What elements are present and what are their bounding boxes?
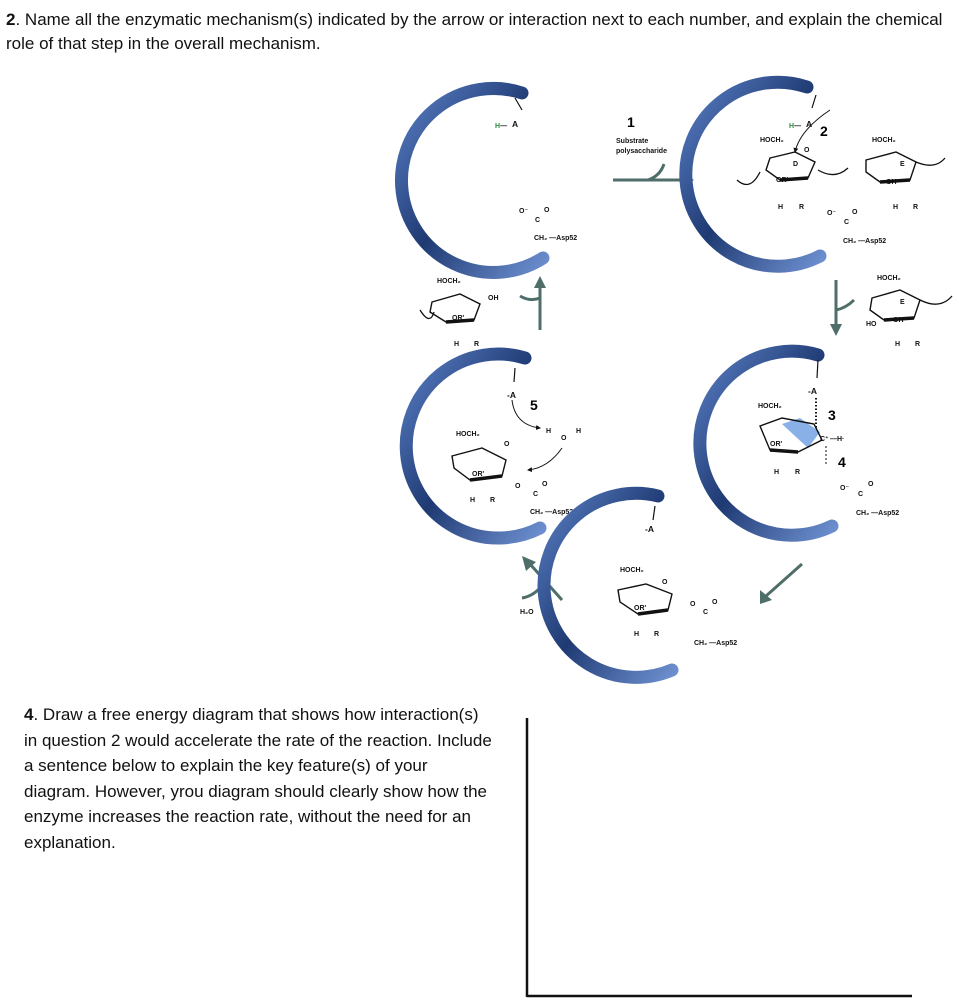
question-4: 4. Draw a free energy diagram that shows…	[24, 702, 494, 855]
step-2-number: 2	[820, 123, 828, 139]
svg-text:O⁻: O⁻	[519, 208, 528, 215]
svg-text:H—: H—	[495, 123, 507, 130]
svg-text:CH₂ —Asp52: CH₂ —Asp52	[856, 510, 899, 517]
svg-text:CH₂ —Asp52: CH₂ —Asp52	[843, 238, 886, 245]
step-1-number: 1	[627, 114, 635, 130]
svg-text:OR': OR'	[634, 605, 647, 612]
svg-text:OR': OR'	[452, 315, 465, 322]
svg-text:H: H	[895, 341, 900, 348]
enzyme-cleft-5	[537, 486, 679, 684]
svg-text:-A: -A	[507, 390, 516, 400]
svg-text:H: H	[774, 469, 779, 476]
svg-text:R: R	[474, 341, 479, 348]
svg-text:O: O	[662, 579, 668, 586]
svg-text:HOCH₂: HOCH₂	[456, 431, 480, 438]
question-2-text: . Name all the enzymatic mechanism(s) in…	[6, 10, 943, 53]
step-3-number: 3	[828, 407, 836, 423]
svg-text:OH: OH	[488, 295, 499, 302]
svg-text:H: H	[546, 428, 551, 435]
svg-text:O⁻: O⁻	[840, 485, 849, 492]
question-2: 2. Name all the enzymatic mechanism(s) i…	[6, 8, 946, 56]
svg-text:HOCH₂: HOCH₂	[872, 137, 896, 144]
svg-text:R: R	[490, 497, 495, 504]
svg-text:C: C	[533, 491, 538, 498]
svg-text:H: H	[634, 631, 639, 638]
svg-text:C: C	[535, 217, 540, 224]
svg-text:CH₂ —Asp52: CH₂ —Asp52	[530, 509, 573, 516]
svg-text:A: A	[512, 119, 518, 129]
step-4-number: 4	[838, 454, 846, 470]
svg-text:OR': OR'	[776, 177, 789, 184]
svg-text:HOCH₂: HOCH₂	[758, 403, 782, 410]
svg-text:O: O	[561, 435, 567, 442]
svg-text:O: O	[690, 601, 696, 608]
svg-text:D: D	[793, 161, 798, 168]
question-4-text: . Draw a free energy diagram that shows …	[24, 705, 492, 852]
svg-text:R: R	[915, 341, 920, 348]
svg-text:OR': OR'	[472, 471, 485, 478]
step-5-number: 5	[530, 397, 538, 413]
svg-text:-A: -A	[808, 386, 817, 396]
svg-text:OR': OR'	[770, 441, 783, 448]
svg-text:OH: OH	[893, 317, 904, 324]
svg-text:O: O	[852, 209, 858, 216]
svg-text:O: O	[804, 147, 810, 154]
enzyme-cleft-1	[394, 82, 550, 279]
diagonal-arrow-right	[765, 562, 803, 598]
svg-text:R: R	[654, 631, 659, 638]
svg-text:H: H	[470, 497, 475, 504]
svg-text:HOCH₂: HOCH₂	[760, 137, 784, 144]
svg-text:H₂O: H₂O	[520, 609, 534, 616]
svg-text:C: C	[703, 609, 708, 616]
svg-text:O: O	[712, 599, 718, 606]
svg-text:HOCH₂: HOCH₂	[620, 567, 644, 574]
svg-text:HOCH₂: HOCH₂	[877, 275, 901, 282]
svg-text:H: H	[454, 341, 459, 348]
svg-text:CH₂ —Asp52: CH₂ —Asp52	[534, 235, 577, 242]
svg-text:E: E	[900, 161, 905, 168]
svg-text:C: C	[858, 491, 863, 498]
svg-text:R: R	[913, 204, 918, 211]
svg-text:Substrate: Substrate	[616, 138, 648, 145]
svg-text:A: A	[806, 119, 812, 129]
svg-text:E: E	[900, 299, 905, 306]
svg-text:CH₂ —Asp52: CH₂ —Asp52	[694, 640, 737, 647]
svg-text:-A: -A	[645, 524, 654, 534]
svg-text:O: O	[868, 481, 874, 488]
svg-text:R: R	[795, 469, 800, 476]
svg-text:H—: H—	[789, 123, 801, 130]
svg-text:H: H	[893, 204, 898, 211]
enzyme-cleft-3	[399, 347, 547, 545]
question-4-number: 4	[24, 705, 34, 724]
svg-text:H: H	[576, 428, 581, 435]
svg-text:O: O	[542, 481, 548, 488]
svg-text:OH: OH	[886, 179, 897, 186]
svg-text:C⁺: C⁺	[820, 435, 829, 443]
svg-text:polysaccharide: polysaccharide	[616, 148, 667, 155]
svg-text:O⁻: O⁻	[827, 210, 836, 217]
svg-text:HOCH₂: HOCH₂	[437, 278, 461, 285]
svg-text:HO: HO	[866, 321, 877, 328]
question-2-number: 2	[6, 10, 16, 29]
enzyme-cleft-4	[693, 344, 839, 542]
svg-text:O: O	[515, 483, 521, 490]
svg-text:—H·: —H·	[830, 436, 844, 443]
svg-text:R: R	[799, 204, 804, 211]
svg-text:H: H	[778, 204, 783, 211]
enzyme-cleft-2	[679, 75, 827, 273]
svg-text:O: O	[544, 207, 550, 214]
oxocarbenium-highlight	[782, 418, 820, 448]
svg-text:O: O	[504, 441, 510, 448]
svg-text:C: C	[844, 219, 849, 226]
